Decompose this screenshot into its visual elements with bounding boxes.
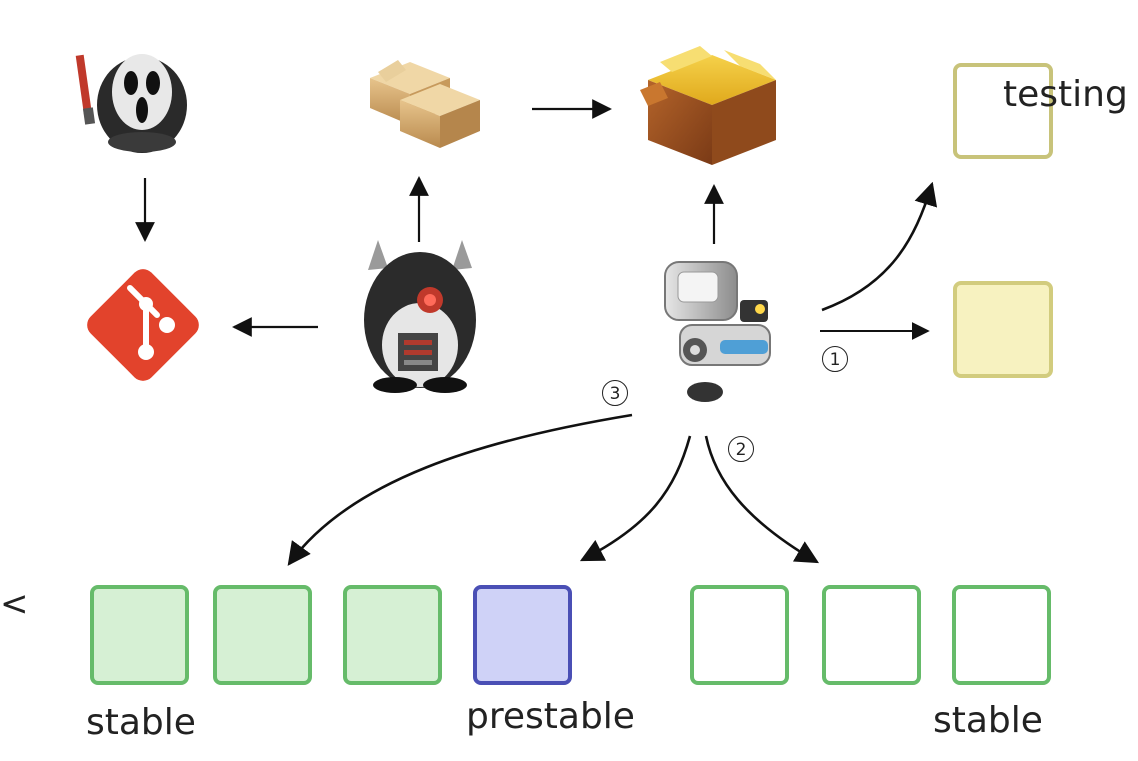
stable-empty-box-3 — [952, 585, 1051, 685]
stable-box-3 — [343, 585, 442, 685]
step-1-marker: 1 — [822, 346, 848, 372]
ghostface-penguin-icon — [75, 54, 187, 153]
stable-right-label: stable — [933, 700, 1043, 741]
step-2-marker: 2 — [728, 436, 754, 462]
prestable-label: prestable — [466, 696, 635, 737]
robot-penguin-icon — [364, 240, 476, 393]
arrow-walle-to-prestable — [579, 435, 692, 562]
stable-empty-box-2 — [822, 585, 921, 685]
testing-label: testing — [1003, 74, 1128, 115]
stable-box-1 — [90, 585, 189, 685]
prestable-box — [473, 585, 572, 685]
arrow-walle-to-stable-left — [287, 413, 633, 566]
testing-box — [953, 63, 1053, 159]
wall-e-robot-icon — [664, 261, 771, 402]
yellow-box — [953, 281, 1053, 378]
git-logo-icon — [87, 269, 199, 381]
stable-empty-box-1 — [690, 585, 789, 685]
package-box-icon — [640, 46, 776, 165]
packages-icon — [370, 60, 480, 148]
arrow-walle-to-stable-right — [704, 435, 820, 564]
step-3-marker: 3 — [602, 380, 628, 406]
stable-box-2 — [213, 585, 312, 685]
stable-left-label: stable — [86, 702, 196, 743]
arrow-walle-to-testing — [821, 181, 938, 312]
edge-glyph: < — [0, 584, 29, 624]
